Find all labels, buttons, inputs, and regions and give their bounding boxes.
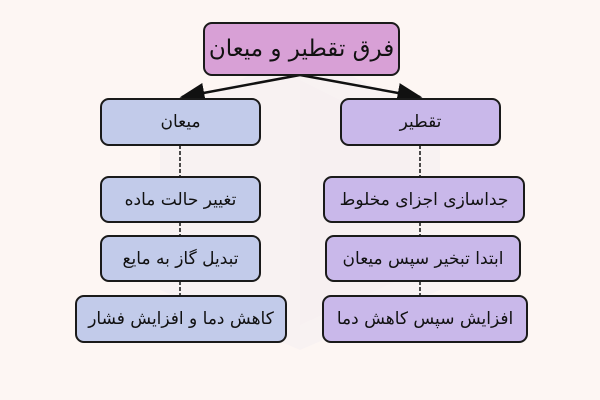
- distillation-item-1: جداسازی اجزای مخلوط: [323, 176, 525, 223]
- diagram-title: فرق تقطیر و میعان: [203, 22, 400, 76]
- distillation-item-3: افزایش سپس کاهش دما: [322, 295, 528, 343]
- distillation-header: تقطیر: [340, 98, 501, 146]
- distillation-item-2: ابتدا تبخیر سپس میعان: [325, 235, 521, 282]
- condensation-header: میعان: [100, 98, 261, 146]
- condensation-item-3: کاهش دما و افزایش فشار: [75, 295, 287, 343]
- condensation-item-2: تبدیل گاز به مایع: [100, 235, 261, 282]
- condensation-item-1: تغییر حالت ماده: [100, 176, 261, 223]
